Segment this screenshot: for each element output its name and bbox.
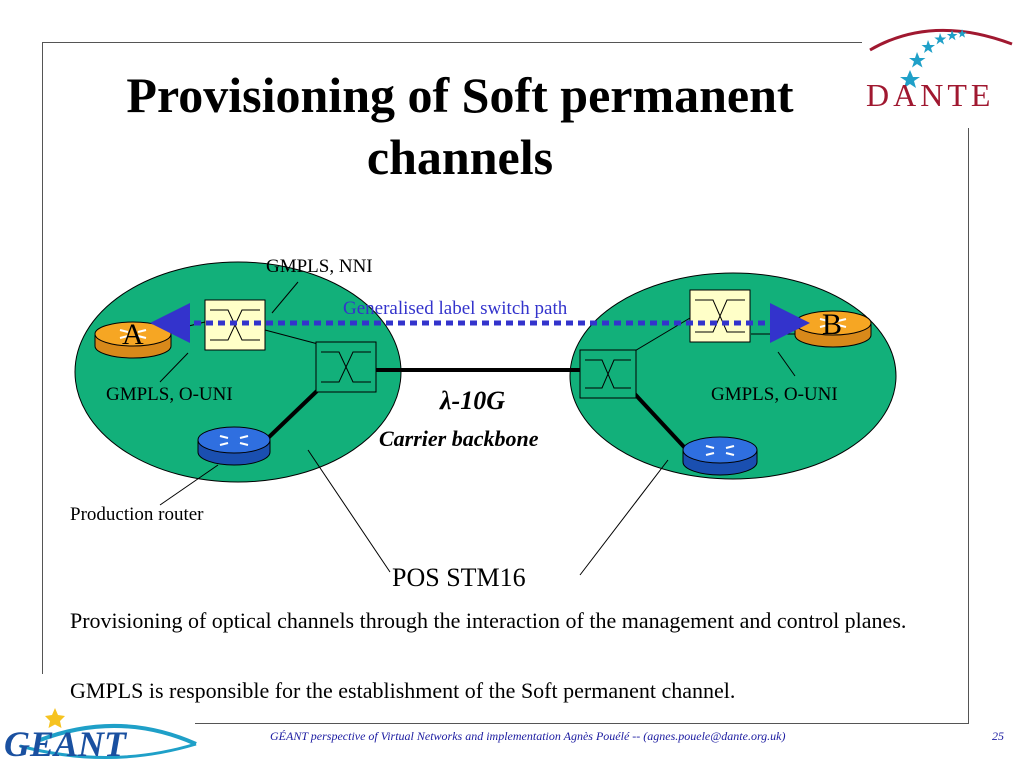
pointer-nni [271,281,299,314]
body-paragraph-1: Provisioning of optical channels through… [70,608,907,633]
body-paragraph-2: GMPLS is responsible for the establishme… [70,678,736,703]
left-pos-link [266,388,320,440]
pointer-ouni-right [777,351,796,377]
title-line-1: Provisioning of Soft permanent [126,67,794,123]
label-ouni-right: GMPLS, O-UNI [711,384,838,405]
geant-logo-text: GEANT [4,724,128,764]
label-node-a: A [122,318,144,351]
frame-right-line [968,128,969,724]
title-line-2: channels [366,129,554,185]
label-production-router: Production router [70,504,204,525]
right-nni-switch-icon [689,289,751,343]
label-node-b: B [822,308,843,341]
frame-left-line [42,42,43,674]
dante-logo: DANTE [866,28,1013,113]
page-number: 25 [992,729,1004,743]
left-core-switch-icon [315,341,377,393]
label-carrier-backbone: Carrier backbone [379,426,539,451]
label-lambda-10g: λ-10G [440,386,505,415]
pointer-production-router [159,464,219,506]
dante-logo-text: DANTE [866,77,994,113]
right-pos-link [631,390,687,450]
geant-star-icon [45,708,65,728]
label-ouni-left: GMPLS, O-UNI [106,384,233,405]
slide-footer: GÉANT perspective of Virtual Networks an… [270,729,786,743]
frame-top-line [42,42,862,43]
pointer-pos-right [579,459,669,576]
frame-bottom-line [195,723,969,724]
label-gmpls-nni: GMPLS, NNI [266,256,373,277]
label-generalised-path: Generalised label switch path [343,298,568,319]
right-production-router-icon [682,436,758,476]
left-production-router-icon [197,426,271,466]
pointer-pos-left [307,449,391,573]
slide-title: Provisioning of Soft permanent channels [60,64,860,188]
right-core-switch-icon [579,349,637,399]
geant-logo: GEANT [4,708,197,764]
pointer-ouni-left [159,352,189,383]
router-b-icon [794,310,872,348]
label-pos-stm16: POS STM16 [392,563,526,592]
